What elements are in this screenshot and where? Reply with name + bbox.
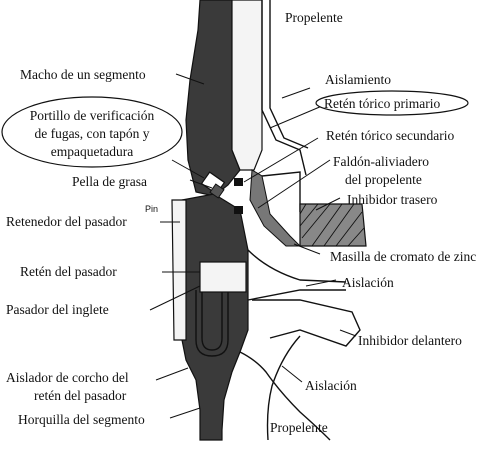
label-propelente-top: Propelente [285,10,343,25]
leader-lines [149,73,357,419]
label-retenedor: Retenedor del pasador [6,214,127,229]
label-aislacion-1: Aislación [342,275,394,290]
callout-ellipse-primary-o-ring [315,90,469,116]
label-portillo-3: empaquetadura [51,144,133,159]
clevis-slot [195,290,229,357]
upper-insulation [231,0,263,171]
label-reten-primario: Retén tórico primario [324,96,440,111]
lower-insulation [239,351,331,441]
relief-flap [261,171,301,212]
label-portillo-1: Portillo de verificación [30,108,155,123]
label-macho: Macho de un segmento [20,67,146,82]
label-pella: Pella de grasa [72,174,147,189]
label-faldon-1: Faldón-aliviadero [333,154,429,169]
label-portillo-2: de fugas, con tapón y [34,126,149,141]
pin-retainer-sleeve [171,199,187,341]
label-inhibidor-delantero: Inhibidor delantero [358,333,462,348]
zinc-chromate-putty [249,169,302,247]
lower-propellant-edge [266,335,301,441]
label-aislador-1: Aislador de corcho del [6,370,129,385]
label-propelente-bottom: Propelente [270,420,328,435]
label-faldon-2: del propelente [345,172,422,187]
forward-inhibitor [252,299,361,347]
labels: Propelente Macho de un segmento Aislamie… [6,10,476,435]
clevis-pin [199,261,247,293]
label-aislador-2: retén del pasador [34,388,127,403]
leak-check-port [200,171,226,199]
label-inhibidor-trasero: Inhibidor trasero [347,192,438,207]
label-aislacion-2: Aislación [305,378,357,393]
primary-o-ring [234,178,243,186]
label-masilla: Masilla de cromato de zinc [330,249,476,264]
label-reten-secundario: Retén tórico secundario [326,128,454,143]
secondary-o-ring [234,206,243,214]
label-horquilla: Horquilla del segmento [18,412,145,427]
label-pasador-inglete: Pasador del inglete [6,302,109,317]
case-wall-lines [261,0,309,176]
joint-drawing [171,0,367,441]
label-aislamiento: Aislamiento [325,72,391,87]
clevis-slot-inner [201,290,223,351]
clevis-segment [179,193,249,441]
aft-inhibitor [299,203,367,247]
lower-propellant-outline [247,249,347,301]
label-reten-pasador: Retén del pasador [20,264,117,279]
label-pin: Pin [145,204,158,214]
callout-ellipse-leak-port [1,96,183,168]
